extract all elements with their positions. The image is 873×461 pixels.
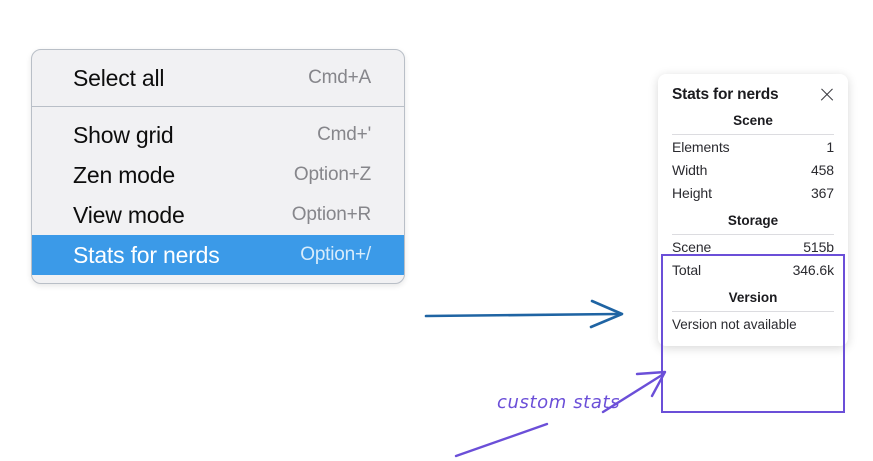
close-icon[interactable] (818, 86, 836, 104)
stat-key: Width (672, 162, 708, 178)
version-note: Version not available (672, 317, 797, 332)
blue-arrow-icon (424, 299, 624, 329)
stat-row: Height 367 (658, 181, 848, 204)
menu-item-label: View mode (73, 201, 185, 228)
section-divider (672, 311, 834, 312)
menu-separator (32, 106, 404, 107)
section-heading-scene: Scene (733, 113, 773, 128)
stat-row: Total 346.6k (658, 258, 848, 281)
stat-row: Scene 515b (658, 235, 848, 258)
stat-key: Height (672, 185, 712, 201)
menu-item-select-all[interactable]: Select all Cmd+A (32, 58, 404, 98)
menu-item-shortcut: Cmd+' (317, 124, 371, 145)
section-divider (672, 134, 834, 135)
menu-item-label: Select all (73, 64, 165, 91)
menu-item-shortcut: Option+Z (293, 164, 371, 185)
annotation-label: custom stats (497, 392, 621, 413)
menu-item-shortcut: Option+R (291, 204, 371, 225)
menu-item-label: Zen mode (73, 161, 175, 188)
menu-item-label: Show grid (73, 121, 174, 148)
panel-title: Stats for nerds (672, 86, 779, 103)
purple-underline-stroke (454, 422, 549, 458)
menu-item-show-grid[interactable]: Show grid Cmd+' (32, 115, 404, 155)
stats-for-nerds-panel: Stats for nerds Scene Elements 1 Width 4… (658, 74, 848, 346)
stat-value: 515b (803, 239, 834, 255)
section-divider (672, 234, 834, 235)
menu-item-zen-mode[interactable]: Zen mode Option+Z (32, 155, 404, 195)
menu-item-shortcut: Cmd+A (308, 67, 371, 88)
stat-value: 1 (826, 139, 834, 155)
stat-value: 367 (810, 185, 834, 201)
canvas-context-menu[interactable]: Select all Cmd+A Show grid Cmd+' Zen mod… (31, 49, 405, 284)
stat-key: Total (672, 262, 702, 278)
stat-key: Elements (672, 139, 730, 155)
stat-row: Elements 1 (658, 135, 848, 158)
menu-item-stats-for-nerds[interactable]: Stats for nerds Option+/ (32, 235, 404, 275)
section-heading-version: Version (728, 290, 778, 305)
stat-value: 346.6k (792, 262, 835, 278)
stat-key: Scene (672, 239, 712, 255)
menu-group-2: Show grid Cmd+' Zen mode Option+Z View m… (32, 107, 404, 283)
menu-group-1: Select all Cmd+A (32, 50, 404, 106)
stat-value: 458 (810, 162, 834, 178)
menu-item-shortcut: Option+/ (300, 244, 371, 265)
menu-item-label: Stats for nerds (73, 241, 220, 268)
section-heading-storage: Storage (727, 213, 779, 228)
panel-header: Stats for nerds (658, 84, 848, 104)
menu-item-view-mode[interactable]: View mode Option+R (32, 195, 404, 235)
stat-row: Width 458 (658, 158, 848, 181)
